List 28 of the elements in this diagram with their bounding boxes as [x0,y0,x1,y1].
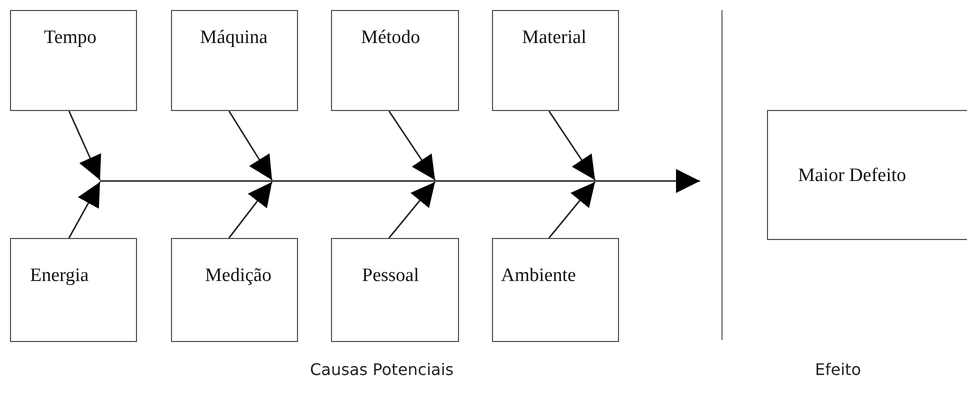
cause-box [492,238,619,342]
box-label: Material [522,28,586,47]
section-label: Efeito [815,360,862,379]
box-label: Máquina [200,28,268,47]
arrow [388,182,436,238]
arrow [548,110,596,180]
arrow [388,110,436,180]
box-label: Ambiente [501,266,576,285]
cause-box [10,10,137,111]
cause-box [331,238,459,342]
box-label: Método [361,28,420,47]
cause-box [331,10,459,111]
arrow [228,110,273,180]
box-label: Maior Defeito [798,166,906,184]
arrow [228,182,273,238]
cause-box [171,238,298,342]
box-label: Pessoal [362,266,419,285]
arrow [68,110,102,180]
arrow [68,182,101,238]
arrow [548,182,596,238]
section-label: Causas Potenciais [310,360,454,379]
box-label: Tempo [44,28,96,47]
box-label: Energia [30,266,89,285]
effect-box [767,110,967,240]
cause-box [171,10,298,111]
cause-box [492,10,619,111]
cause-box [10,238,137,342]
box-label: Medição [205,266,272,285]
